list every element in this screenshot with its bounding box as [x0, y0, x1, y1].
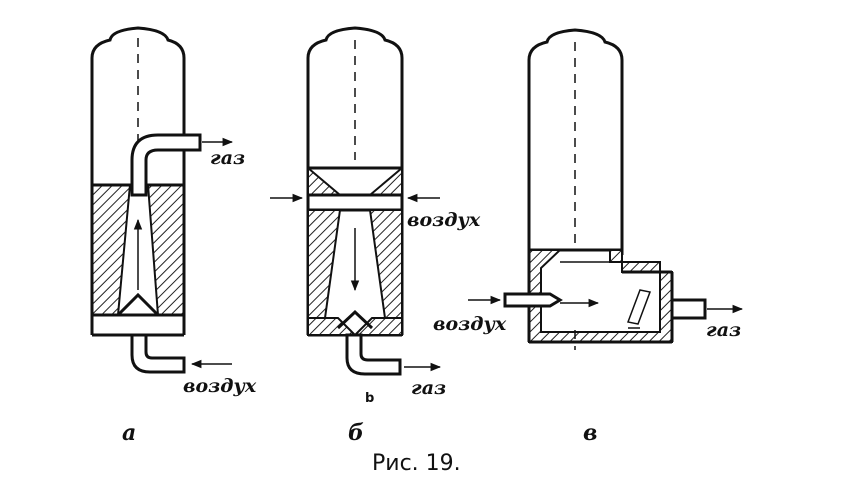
- panel-v-hopper: [527, 28, 624, 255]
- panel-b-letter: б: [348, 420, 364, 446]
- panel-a: газ воздух а: [90, 26, 257, 446]
- panel-v-grate: [626, 289, 652, 325]
- panel-b-air-label: воздух: [407, 209, 481, 231]
- panel-b-gas-label: газ: [411, 377, 446, 399]
- panel-a-air-label: воздух: [183, 375, 257, 397]
- panel-b-gas-pipe: [345, 333, 402, 376]
- panel-a-hopper: [90, 26, 186, 185]
- panel-b-mark: b: [365, 391, 374, 406]
- panel-a-gas-label: газ: [210, 147, 245, 169]
- panel-a-reactor-wall-left: [91, 184, 132, 316]
- panel-a-air-pipe: [130, 333, 186, 374]
- panel-b: воздух газ b б: [270, 26, 481, 446]
- figure-caption: Рис. 19.: [372, 451, 461, 476]
- panel-b-reactor-wall-right: [368, 209, 403, 319]
- panel-v-letter: в: [583, 420, 597, 446]
- panel-v-air-nozzle: [503, 292, 563, 308]
- panel-a-reactor-wall-right: [146, 184, 185, 316]
- panel-a-gas-pipe: [130, 133, 202, 197]
- panel-v-gas-pipe: [670, 298, 707, 320]
- panel-v-gas-label: газ: [706, 319, 741, 341]
- panel-v: воздух газ в: [433, 28, 744, 446]
- panel-a-letter: а: [122, 420, 136, 446]
- panel-v-air-label: воздух: [433, 313, 507, 335]
- panel-b-reactor-wall-left: [307, 209, 342, 319]
- panel-b-hopper: [306, 26, 404, 335]
